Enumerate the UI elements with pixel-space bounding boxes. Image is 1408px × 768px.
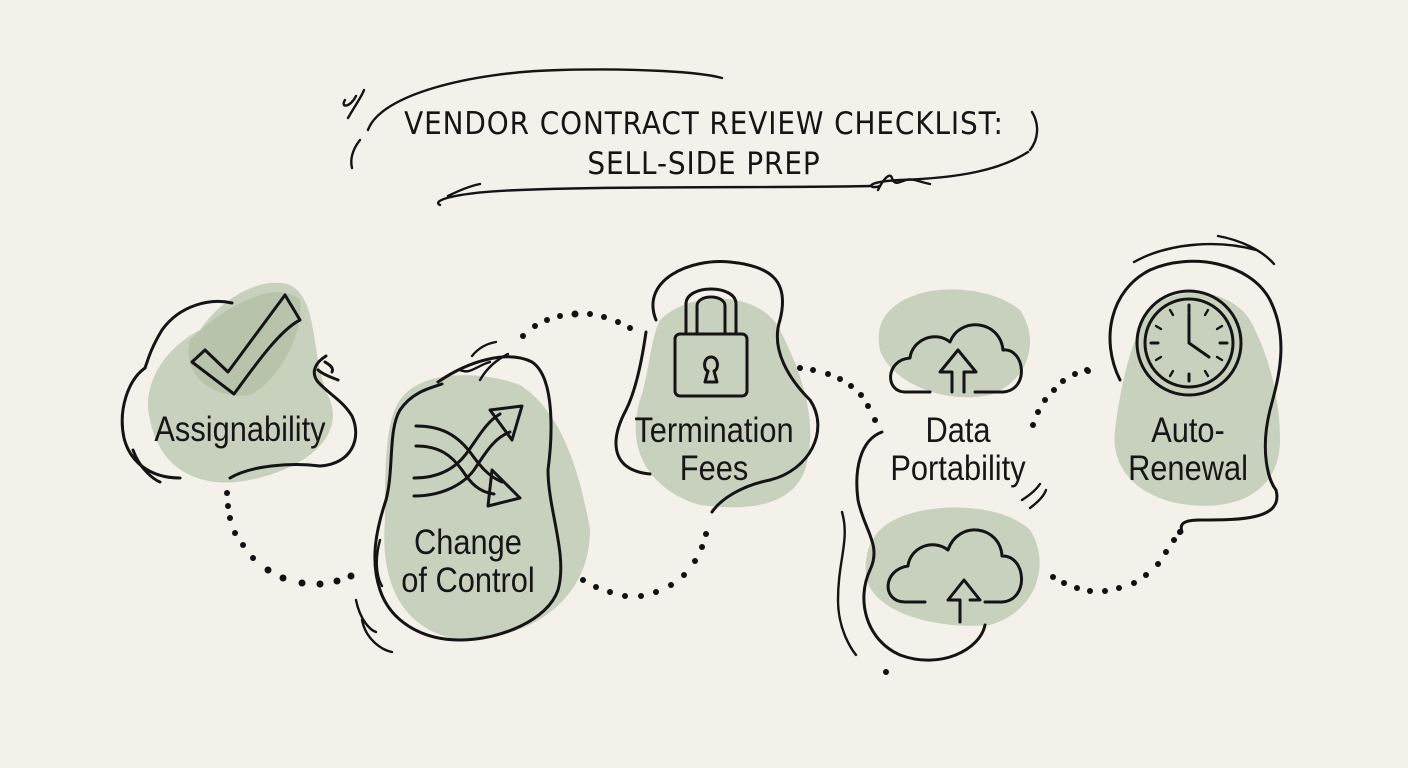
label-text: Assignability [154, 410, 326, 449]
node-auto-renewal [1085, 234, 1283, 535]
connector-3-2-bottom [580, 531, 709, 599]
label-line2: Renewal [1128, 449, 1248, 488]
connector-1-2 [224, 490, 355, 588]
label-auto-renewal: Auto- Renewal [1116, 412, 1260, 488]
checkmark-icon [190, 293, 302, 396]
label-line1: Termination [634, 411, 794, 450]
node-data-portability [836, 289, 1048, 675]
clock-icon [1135, 289, 1243, 397]
cloud-upload-icon-bottom [886, 528, 1023, 624]
node-assignability [120, 282, 358, 484]
cloud-upload-icon [889, 323, 1023, 394]
label-change-of-control: Change of Control [389, 524, 547, 600]
dotted-connectors [224, 310, 1183, 599]
label-termination-fees: Termination Fees [614, 412, 815, 488]
label-data-portability: Data Portability [872, 412, 1044, 488]
label-line2: Fees [679, 449, 749, 488]
connector-3-4 [797, 365, 878, 423]
label-line2: Portability [890, 449, 1026, 488]
page-title-line1: VENDOR CONTRACT REVIEW CHECKLIST: [404, 106, 1004, 142]
label-line2: of Control [401, 561, 535, 600]
padlock-icon [673, 287, 749, 398]
connector-4-5-bottom [1050, 529, 1183, 594]
label-line1: Data [925, 411, 991, 450]
node-termination-fees [614, 260, 820, 514]
node-change-of-control [354, 340, 590, 654]
title-flourish [342, 68, 1039, 207]
label-assignability: Assignability [133, 411, 348, 449]
label-line1: Change [414, 523, 522, 562]
page-title-line2: SELL-SIDE PREP [587, 146, 821, 182]
crossing-arrows-icon [412, 404, 524, 508]
label-line1: Auto- [1151, 411, 1225, 450]
connector-2-3 [520, 310, 633, 339]
